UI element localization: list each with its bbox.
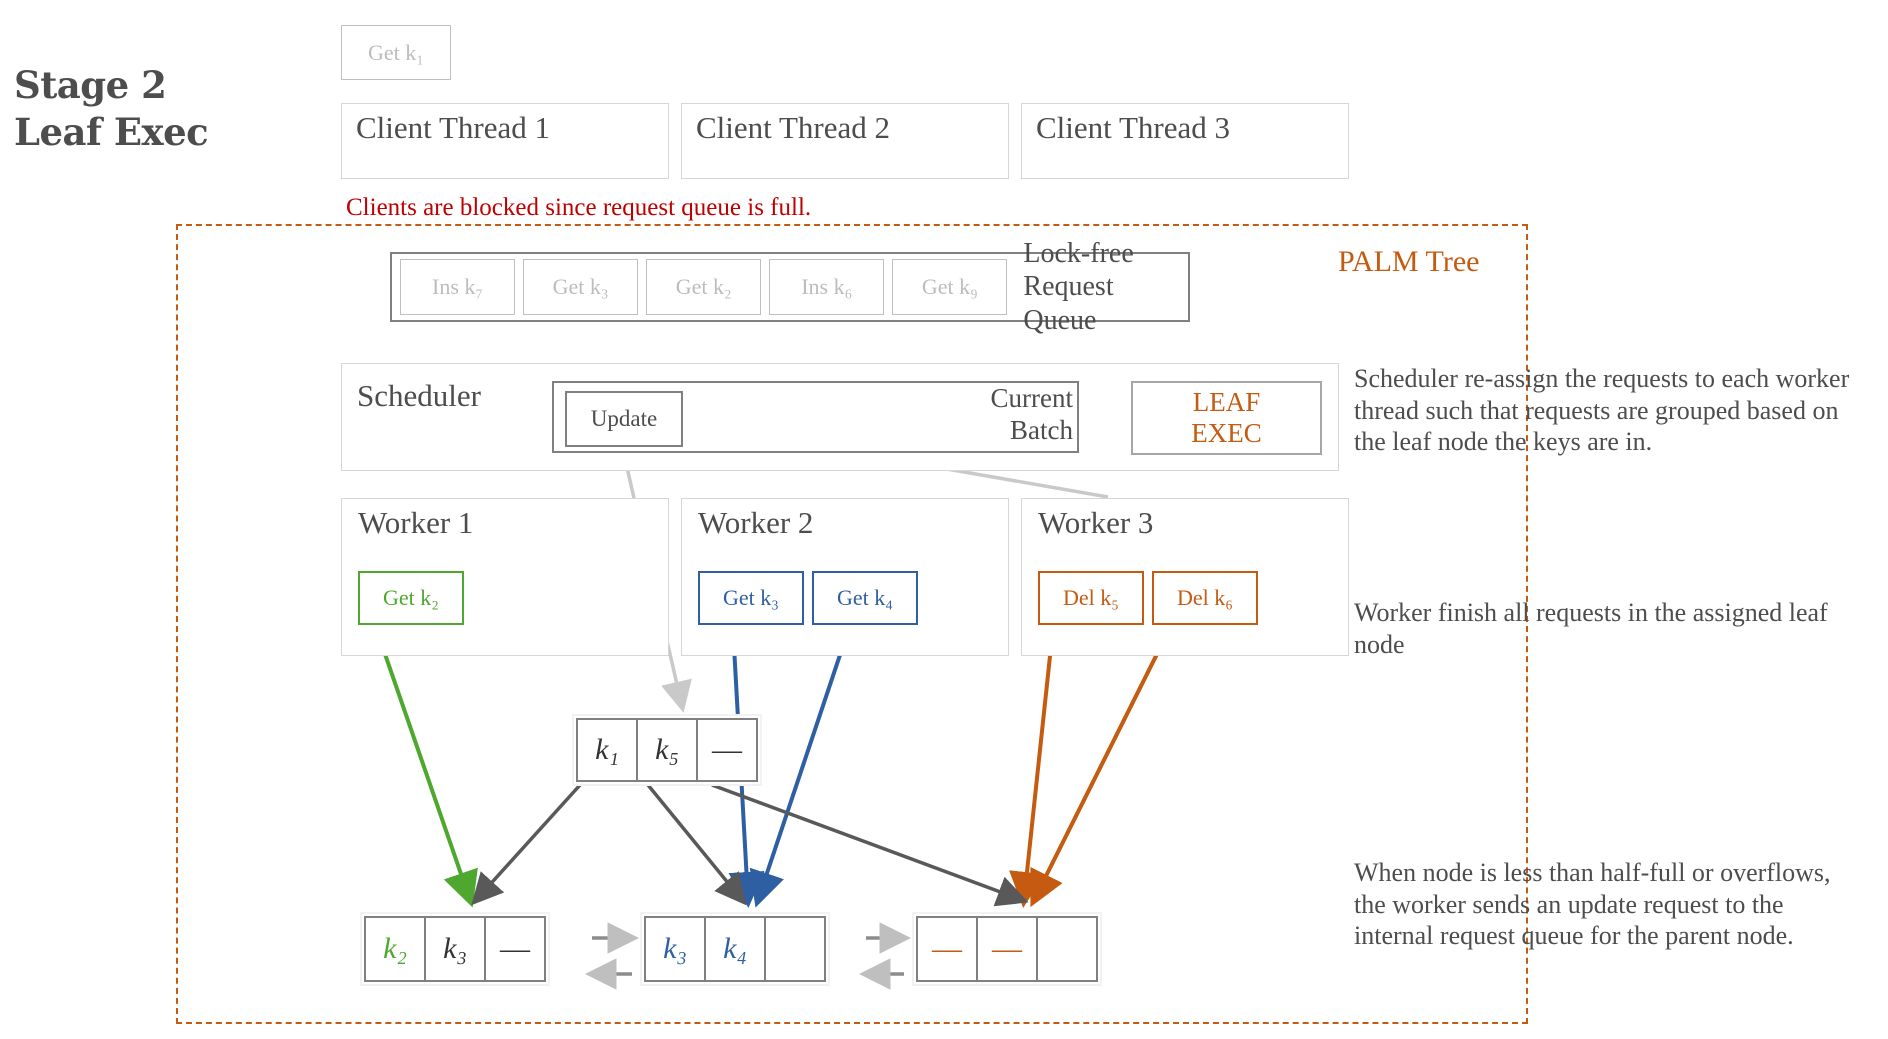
annotation-update: When node is less than half-full or over…	[1354, 858, 1831, 951]
worker-1-requests: Get k₂	[358, 571, 464, 625]
leaf-node-2-cell: k₄	[704, 916, 766, 982]
worker-3-box[interactable]: Worker 3 Del k₅ Del k₆	[1021, 498, 1349, 656]
worker-row: Worker 1 Get k₂ Worker 2 Get k₃ Get k₄ W…	[341, 498, 1349, 656]
leaf-exec-badge: LEAF EXEC	[1131, 381, 1322, 455]
leaf-exec-line1: LEAF	[1192, 386, 1261, 417]
stage-title-line2: Leaf Exec	[14, 110, 209, 155]
queue-item: Ins k₇	[400, 259, 516, 315]
current-batch-line1: Current	[990, 383, 1073, 413]
worker-2-request-chip: Get k₄	[812, 571, 918, 625]
worker-3-request-chip: Del k₆	[1152, 571, 1258, 625]
blocked-note: Clients are blocked since request queue …	[346, 194, 812, 221]
lock-free-request-queue: Ins k₇ Get k₃ Get k₂ Ins k₆ Get k₉ Lock-…	[390, 238, 1190, 336]
leaf-exec-line2: EXEC	[1191, 418, 1262, 448]
leaf-node-2-cell	[764, 916, 826, 982]
palm-tree-label: PALM Tree	[1338, 245, 1480, 278]
leaf-node-3-cell	[1036, 916, 1098, 982]
internal-node: k₁ k₅ —	[572, 714, 762, 786]
queue-item: Ins k₆	[769, 259, 885, 315]
current-batch-line2: Batch	[1010, 414, 1073, 445]
leaf-node-3-cell: —	[976, 916, 1038, 982]
worker-3-request-chip: Del k₅	[1038, 571, 1144, 625]
leaf-node-2: k₃ k₄	[640, 912, 830, 986]
stage-title-line1: Stage 2	[14, 63, 167, 107]
worker-2-title: Worker 2	[698, 505, 814, 540]
client-thread-2[interactable]: Client Thread 2	[681, 103, 1009, 179]
queue-caption-line2: Request Queue	[1023, 271, 1114, 336]
worker-1-title: Worker 1	[358, 505, 474, 540]
leaf-node-3: — —	[912, 912, 1102, 986]
worker-3-requests: Del k₅ Del k₆	[1038, 571, 1258, 625]
annotation-worker: Worker finish all requests in the assign…	[1354, 598, 1828, 659]
worker-2-box[interactable]: Worker 2 Get k₃ Get k₄	[681, 498, 1009, 656]
leaf-node-1-cell: k₂	[364, 916, 426, 982]
leaf-node-3-cell: —	[916, 916, 978, 982]
leaf-node-1: k₂ k₃ —	[360, 912, 550, 986]
worker-2-request-chip: Get k₃	[698, 571, 804, 625]
leaf-node-1-cell: k₃	[424, 916, 486, 982]
annotation-scheduler: Scheduler re-assign the requests to each…	[1354, 364, 1850, 457]
client-thread-1[interactable]: Client Thread 1	[341, 103, 669, 179]
worker-2-requests: Get k₃ Get k₄	[698, 571, 918, 625]
client-thread-row: Client Thread 1 Client Thread 2 Client T…	[341, 103, 1349, 179]
update-request-box: Update	[565, 391, 683, 447]
internal-node-cell: —	[696, 718, 758, 782]
queue-item: Get k₂	[646, 259, 762, 315]
queue-item: Get k₃	[523, 259, 639, 315]
leaf-node-1-cell: —	[484, 916, 546, 982]
worker-1-box[interactable]: Worker 1 Get k₂	[341, 498, 669, 656]
pending-request-box: Get k₁	[341, 25, 451, 80]
internal-node-cell: k₅	[636, 718, 698, 782]
scheduler-label: Scheduler	[357, 378, 481, 413]
worker-1-request-chip: Get k₂	[358, 571, 464, 625]
leaf-node-2-cell: k₃	[644, 916, 706, 982]
client-thread-3[interactable]: Client Thread 3	[1021, 103, 1349, 179]
worker-3-title: Worker 3	[1038, 505, 1154, 540]
palm-tree-boundary	[176, 224, 1528, 1024]
stage-title: Stage 2 Leaf Exec	[14, 62, 274, 157]
current-batch-label: Current Batch	[955, 383, 1073, 446]
internal-node-cell: k₁	[576, 718, 638, 782]
queue-item: Get k₉	[892, 259, 1008, 315]
queue-caption: Lock-free Request Queue	[1023, 237, 1188, 336]
queue-caption-line1: Lock-free	[1023, 238, 1134, 270]
